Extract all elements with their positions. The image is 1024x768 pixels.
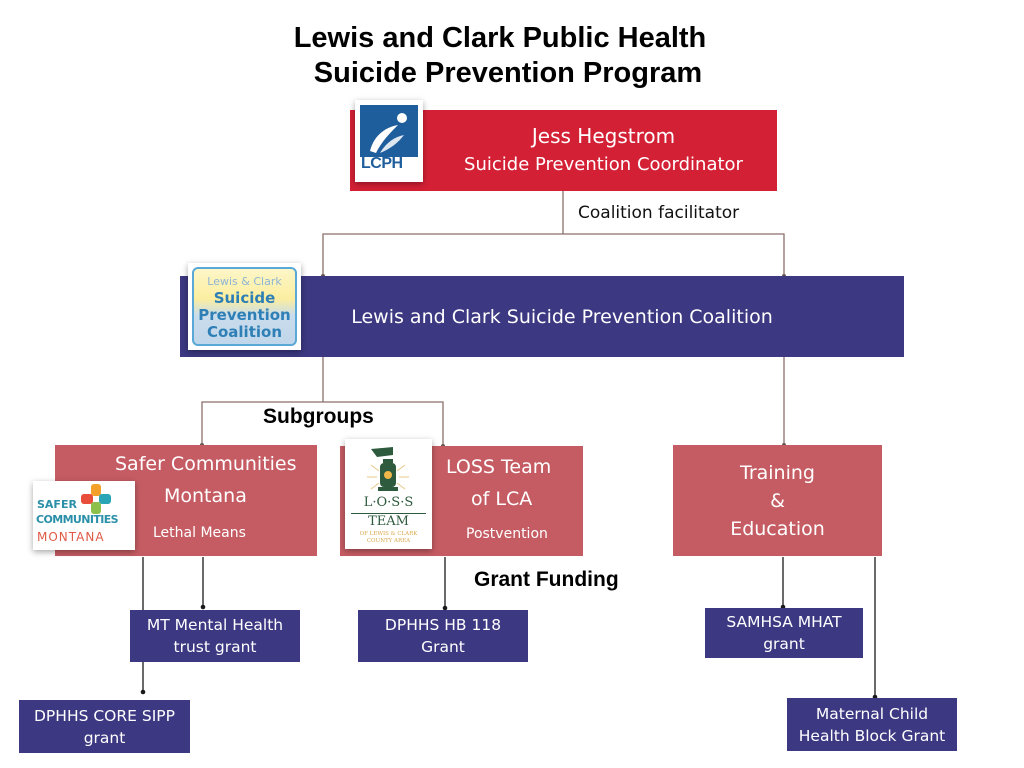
safer-logo-line3: MONTANA: [37, 530, 105, 544]
grant-line2: Health Block Grant: [798, 726, 946, 745]
grant-dphhs-hb118: DPHHS HB 118 Grant: [358, 610, 528, 662]
coalition-logo-line2: Suicide: [213, 288, 276, 307]
safer-title-line1: Safer Communities: [115, 453, 297, 475]
lantern-icon: [367, 447, 409, 491]
grant-line1: SAMHSA MHAT: [726, 613, 842, 631]
subgroups-label: Subgroups: [263, 405, 374, 428]
safer-focus: Lethal Means: [153, 525, 246, 541]
grant-line2: grant: [83, 728, 126, 747]
subgroup-training-education: Training & Education: [673, 445, 882, 556]
grant-line1: Maternal Child: [815, 704, 929, 723]
grant-line1: MT Mental Health: [146, 616, 284, 634]
loss-focus: Postvention: [466, 526, 548, 542]
coalition-logo-line4: Coalition: [206, 322, 282, 341]
training-title-line2: &: [770, 489, 785, 512]
loss-logo-line2: TEAM: [368, 514, 409, 529]
connector-subgroups-bracket: [201, 401, 444, 446]
grant-funding-label: Grant Funding: [474, 568, 619, 591]
loss-logo-line1: L·O·S·S: [363, 495, 414, 510]
coalition-logo-line3: Prevention: [198, 305, 291, 324]
coalition-label: Lewis and Clark Suicide Prevention Coali…: [351, 305, 773, 328]
loss-logo-line3: OF LEWIS & CLARK: [359, 531, 418, 537]
loss-title-line2: of LCA: [471, 488, 533, 510]
lcph-logo-text: LCPH: [361, 155, 403, 172]
loss-team-logo: L·O·S·S TEAM OF LEWIS & CLARK COUNTY ARE…: [345, 439, 432, 549]
grant-maternal-child-health: Maternal Child Health Block Grant: [787, 698, 957, 751]
grant-line1: DPHHS HB 118: [384, 616, 502, 634]
coalition-logo-line1: Lewis & Clark: [207, 274, 282, 288]
safer-title-line2: Montana: [164, 485, 247, 507]
coordinator-role: Suicide Prevention Coordinator: [464, 153, 743, 175]
page-title-line2: Suicide Prevention Program: [313, 57, 703, 89]
grant-line2: trust grant: [173, 638, 257, 656]
loss-title-line1: LOSS Team: [446, 456, 552, 478]
puzzle-cross-icon: [81, 484, 111, 514]
page-title-line1: Lewis and Clark Public Health: [293, 22, 707, 54]
grant-dphhs-core-sipp: DPHHS CORE SIPP grant: [19, 700, 190, 753]
coordinator-name: Jess Hegstrom: [531, 123, 676, 148]
lcph-logo: LCPH: [355, 100, 423, 182]
grant-samhsa-mhat: SAMHSA MHAT grant: [705, 608, 863, 658]
grant-line2: Grant: [421, 638, 465, 656]
connector-coalition-bracket: [322, 233, 785, 276]
coalition-logo: Lewis & Clark Suicide Prevention Coaliti…: [188, 263, 301, 350]
safer-communities-logo: SAFER COMMUNITIES MONTANA: [33, 481, 135, 550]
safer-logo-line2: COMMUNITIES: [36, 513, 119, 526]
grant-line2: grant: [763, 635, 805, 653]
lcph-leaf-icon: [360, 105, 418, 157]
loss-logo-line4: COUNTY AREA: [366, 538, 411, 544]
training-title-line3: Education: [730, 517, 825, 540]
coalition-facilitator-label: Coalition facilitator: [578, 203, 740, 223]
safer-logo-line1: SAFER: [37, 498, 77, 511]
grant-line1: DPHHS CORE SIPP: [34, 706, 175, 725]
grant-mt-mental-health: MT Mental Health trust grant: [130, 610, 300, 662]
training-title-line1: Training: [740, 461, 815, 484]
